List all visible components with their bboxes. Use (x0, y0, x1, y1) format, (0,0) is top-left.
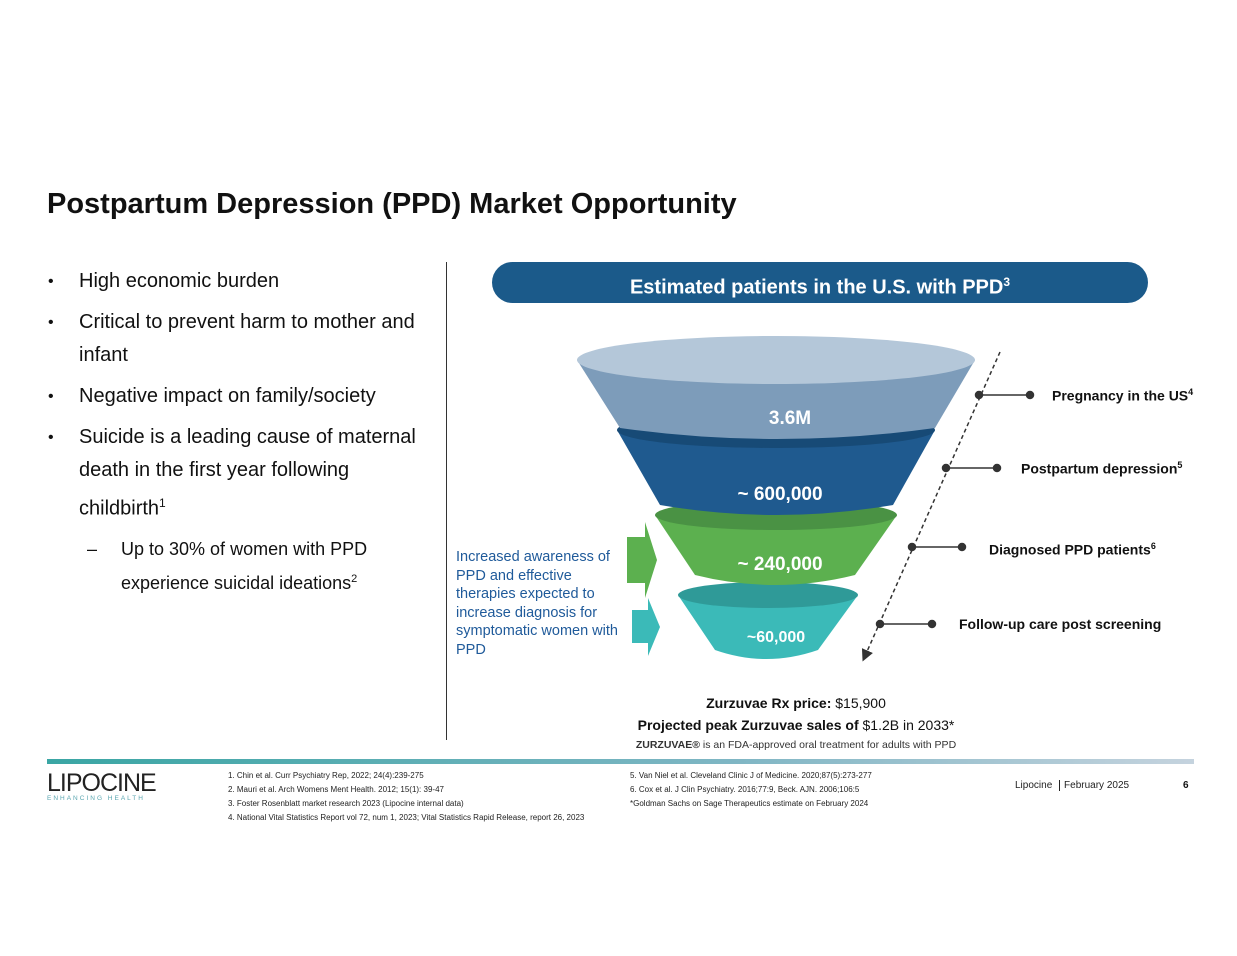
sales-line: Projected peak Zurzuvae sales of $1.2B i… (446, 717, 1146, 733)
bullet: Negative impact on family/society (40, 380, 440, 413)
bullet-text: Suicide is a leading cause of maternal d… (79, 426, 416, 520)
footnote-ref: 5 (1177, 460, 1183, 470)
logo-tagline: ENHANCING HEALTH (47, 795, 145, 802)
footnote: 5. Van Niel et al. Cleveland Clinic J of… (630, 771, 872, 780)
footnote: 1. Chin et al. Curr Psychiatry Rep, 2022… (228, 771, 424, 780)
footnotes-right: 5. Van Niel et al. Cleveland Clinic J of… (630, 769, 872, 811)
footnote-ref: 3 (1003, 275, 1011, 289)
footnote: 4. National Vital Statistics Report vol … (228, 813, 585, 822)
header-text: Estimated patients in the U.S. with PPD (629, 276, 1004, 299)
price-label: Zurzuvae Rx price: (706, 695, 832, 711)
page-number: 6 (1183, 780, 1189, 791)
footnote-ref: 1 (159, 496, 166, 510)
sales-label: Projected peak Zurzuvae sales of (637, 717, 859, 733)
funnel-label: Follow-up care post screening (959, 616, 1162, 632)
funnel-value: 3.6M (769, 408, 811, 429)
approval-line: ZURZUVAE® is an FDA-approved oral treatm… (446, 739, 1146, 751)
footnote-ref: 2 (351, 572, 358, 585)
connectors (875, 390, 1035, 629)
footer-info: Lipocine February 2025 (1015, 780, 1129, 791)
footnote: 3. Foster Rosenblatt market research 202… (228, 799, 464, 808)
bullet-list: High economic burden Critical to prevent… (40, 265, 440, 598)
funnel-segment-4 (678, 582, 858, 659)
footer-date: February 2025 (1064, 780, 1130, 791)
label-text: Diagnosed PPD patients (989, 541, 1151, 558)
sub-bullet: Up to 30% of women with PPD experience s… (40, 534, 440, 598)
arrow-right-icon (627, 522, 657, 598)
funnel-value: ~ 600,000 (737, 484, 822, 505)
page-title: Postpartum Depression (PPD) Market Oppor… (47, 188, 737, 220)
funnel-label: Diagnosed PPD patients6 (989, 541, 1156, 558)
label-text: Pregnancy in the US (1052, 387, 1189, 404)
footnote-ref: 6 (1150, 541, 1156, 551)
brand: ZURZUVAE® (635, 739, 700, 751)
sub-bullet-text: Up to 30% of women with PPD experience s… (121, 538, 368, 593)
funnel-label: Pregnancy in the US4 (1052, 387, 1193, 404)
bullet: Suicide is a leading cause of maternal d… (40, 421, 440, 526)
funnel-header: Estimated patients in the U.S. with PPD3 (492, 262, 1148, 303)
bullet: Critical to prevent harm to mother and i… (40, 306, 440, 372)
sales-value: $1.2B in 2033* (858, 717, 955, 733)
footnote-ref: 4 (1188, 387, 1194, 397)
funnel-segment-1 (577, 336, 975, 439)
arrow-right-icon (632, 598, 660, 656)
bullet: High economic burden (40, 265, 440, 298)
footer-rule (47, 759, 1194, 764)
footnote: *Goldman Sachs on Sage Therapeutics esti… (630, 799, 869, 808)
label-text: Postpartum depression (1021, 460, 1178, 477)
footnote: 6. Cox et al. J Clin Psychiatry. 2016;77… (630, 785, 860, 794)
funnel-value: ~60,000 (747, 629, 805, 646)
approval-text: is an FDA-approved oral treatment for ad… (699, 739, 957, 751)
awareness-note: Increased awareness of PPD and effective… (456, 549, 618, 658)
footnotes-left: 1. Chin et al. Curr Psychiatry Rep, 2022… (228, 769, 584, 825)
footer-company: Lipocine (1015, 780, 1053, 791)
price-value: $15,900 (831, 695, 886, 711)
funnel-value: ~ 240,000 (737, 554, 822, 575)
logo-text: LIPOCINE (47, 769, 157, 797)
divider (446, 262, 447, 740)
price-line: Zurzuvae Rx price: $15,900 (446, 695, 1146, 711)
footnote: 2. Mauri et al. Arch Womens Ment Health.… (228, 785, 444, 794)
funnel-label: Postpartum depression5 (1021, 460, 1182, 477)
lipocine-logo: LIPOCINE ENHANCING HEALTH (47, 769, 157, 803)
